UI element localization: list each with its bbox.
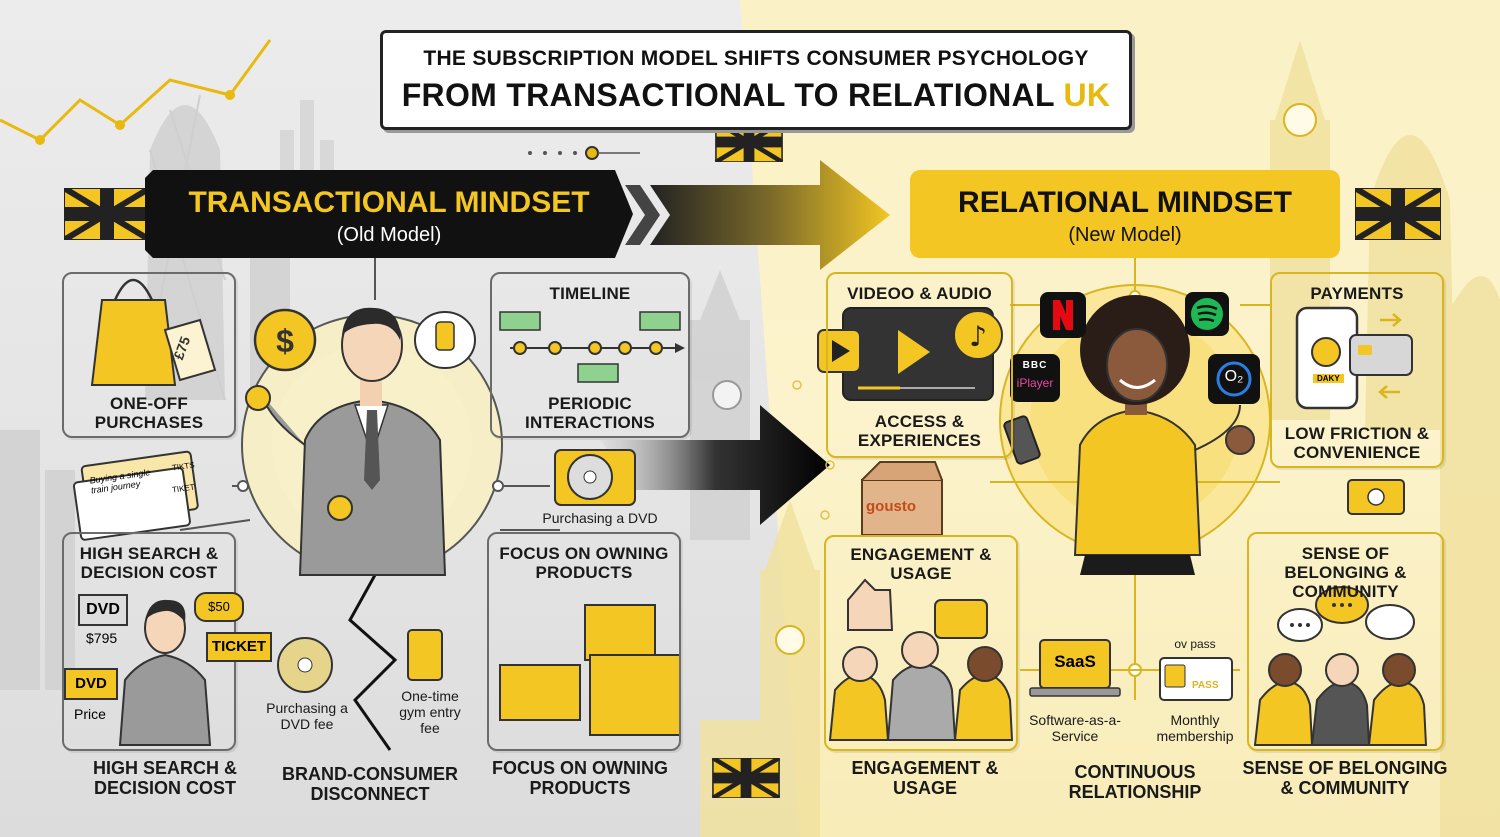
saas-caption: Software-as-a-Service <box>1029 712 1121 744</box>
card-caption: LOW FRICTION & CONVENIENCE <box>1284 424 1430 462</box>
card-belonging: SENSE OF BELONGING & COMMUNITY <box>1247 532 1444 751</box>
membership-caption: Monthly membership <box>1156 712 1234 744</box>
bottom-label-belonging: SENSE OF BELONGING & COMMUNITY <box>1242 758 1448 798</box>
svg-text:$: $ <box>276 323 294 359</box>
card-engagement: ENGAGEMENT & USAGE <box>824 535 1018 751</box>
price-label-1: $795 <box>86 630 118 646</box>
card-title: FOCUS ON OWNING PRODUCTS <box>499 544 669 582</box>
title-line-1: THE SUBSCRIPTION MODEL SHIFTS CONSUMER P… <box>423 47 1089 70</box>
card-chip-text: DAKY <box>1313 374 1344 383</box>
uk-flag-icon <box>711 758 781 798</box>
dvd-label: DVD <box>78 594 128 626</box>
transactional-person <box>245 307 447 576</box>
card-owning-products: FOCUS ON OWNING PRODUCTS <box>487 532 681 751</box>
title-main: FROM TRANSACTIONAL TO RELATIONAL <box>401 77 1055 113</box>
bottom-label-disconnect: BRAND-CONSUMER DISCONNECT <box>282 764 458 804</box>
relational-subheading: (New Model) <box>1068 224 1182 246</box>
card-caption: ACCESS & EXPERIENCES <box>857 412 982 450</box>
card-high-search-cost: HIGH SEARCH & DECISION COST DVD $795 $50… <box>62 532 272 751</box>
saas-label: SaaS <box>1054 652 1096 671</box>
pass-top-label: ov pass <box>1174 637 1216 651</box>
card-title: TIMELINE <box>549 284 631 303</box>
dvd-fee-label: Purchasing a DVD fee <box>266 700 348 732</box>
title-line-2: FROM TRANSACTIONAL TO RELATIONAL UK <box>383 77 1129 114</box>
price-caption: Price <box>74 706 106 722</box>
gousto-logo: gousto <box>866 498 916 515</box>
card-title: SENSE OF BELONGING & COMMUNITY <box>1284 544 1407 601</box>
ticket-label: TICKET <box>206 632 272 662</box>
bbc-logo-icon: BBC <box>1022 360 1048 371</box>
transactional-heading: TRANSACTIONAL MINDSET <box>188 186 590 219</box>
o2-logo-icon: O₂ <box>1224 368 1244 385</box>
bottom-label-continuous: CONTINUOUS RELATIONSHIP <box>1068 762 1202 802</box>
card-title: ENGAGEMENT & USAGE <box>850 545 992 583</box>
card-payments: PAYMENTS LOW FRICTION & CONVENIENCE <box>1270 272 1444 468</box>
card-timeline: TIMELINE PERIODIC INTERACTIONS <box>490 272 690 438</box>
bottom-label-owning: FOCUS ON OWNING PRODUCTS <box>492 758 668 798</box>
card-one-off-purchases: ONE-OFF PURCHASES <box>62 272 236 438</box>
iplayer-logo-text: iPlayer <box>1016 376 1054 390</box>
transactional-subheading: (Old Model) <box>336 224 442 246</box>
price-label-2: $50 <box>194 592 244 622</box>
card-title: HIGH SEARCH & DECISION COST <box>79 544 219 582</box>
relational-banner: RELATIONAL MINDSET (New Model) <box>910 170 1340 258</box>
title-banner: THE SUBSCRIPTION MODEL SHIFTS CONSUMER P… <box>380 30 1132 130</box>
pass-card-label: PASS <box>1192 680 1219 691</box>
title-accent: UK <box>1063 77 1111 113</box>
card-title: ONE-OFF PURCHASES <box>94 394 204 432</box>
card-title: VIDEOO & AUDIO <box>847 284 992 303</box>
bottom-label-search: HIGH SEARCH & DECISION COST <box>92 758 237 798</box>
card-video-audio: VIDEOO & AUDIO ACCESS & EXPERIENCES <box>826 272 1013 458</box>
card-title: PAYMENTS <box>1310 284 1404 303</box>
gym-fee-label: One-time gym entry fee <box>399 688 461 736</box>
relational-heading: RELATIONAL MINDSET <box>958 186 1292 219</box>
transactional-banner: TRANSACTIONAL MINDSET (Old Model) <box>145 170 633 258</box>
uk-flag-icon <box>1355 188 1441 240</box>
bottom-label-engagement: ENGAGEMENT & USAGE <box>851 758 999 798</box>
uk-flag-icon <box>64 188 150 240</box>
relational-person <box>1003 295 1255 575</box>
card-caption: PERIODIC INTERACTIONS <box>525 394 655 432</box>
dvd-purchase-label: Purchasing a DVD <box>542 510 658 526</box>
svg-text:♪: ♪ <box>969 320 987 353</box>
dvd-ticket-label: DVD <box>64 668 118 700</box>
